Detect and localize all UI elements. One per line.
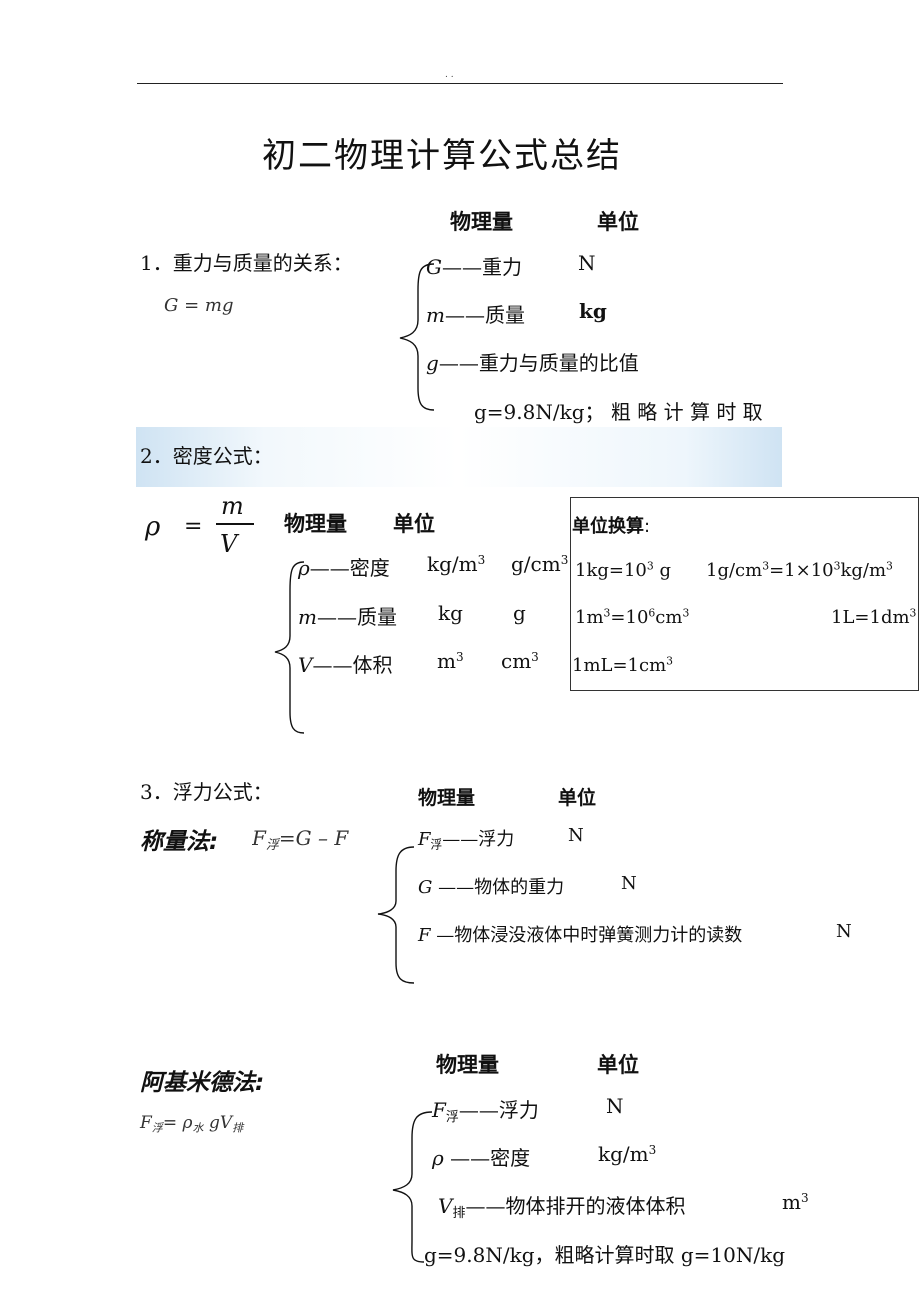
s1-row-mass: m——质量: [426, 303, 525, 327]
s2-heading-band: [136, 427, 782, 487]
conversion-title: 单位换算:: [572, 516, 651, 537]
conversion-mL-cm3: 1mL=1cm3: [572, 654, 674, 676]
s2-formula-eq: =: [184, 514, 203, 539]
s1-col-unit: 单位: [597, 210, 639, 234]
s4-row-density: ρ ——密度: [432, 1146, 531, 1170]
s4-col-quantity: 物理量: [436, 1053, 499, 1077]
conversion-m3-cm3: 1m3=106cm3: [575, 606, 690, 628]
s1-unit-kg: kg: [579, 299, 607, 323]
conversion-L-dm3: 1L=1dm3: [831, 606, 917, 628]
s2-row-density: ρ——密度: [298, 556, 390, 580]
s1-brace: [399, 263, 435, 411]
s1-note: g=9.8N/kg； 粗 略 计 算 时 取: [474, 400, 763, 424]
s2-unit-kgm3: kg/m3: [427, 552, 486, 576]
s1-name-ratio: 重力与质量的比值: [478, 351, 639, 375]
s1-row-gravity: G——重力: [426, 255, 522, 279]
s1-name-mass: 质量: [484, 303, 525, 327]
s2-name-mass: 质量: [356, 605, 397, 629]
s1-row-ratio: g——重力与质量的比值: [426, 351, 639, 375]
s4-brace: [392, 1111, 433, 1263]
s2-unit-m3: m3: [437, 649, 464, 673]
s1-unit-N: N: [578, 251, 596, 275]
s2-unit-gcm3: g/cm3: [511, 552, 569, 576]
s4-unit-N: N: [606, 1094, 624, 1118]
s1-heading: 1．重力与质量的关系：: [140, 251, 353, 275]
s1-sym-m: m: [426, 303, 445, 327]
s2-brace: [274, 561, 305, 734]
unit-conversion-box: [570, 497, 919, 691]
s2-sym-m: m: [298, 605, 317, 629]
s3-row-buoyancy: F浮——浮力: [418, 829, 515, 852]
page-title: 初二物理计算公式总结: [262, 136, 622, 176]
header-dots: . .: [445, 70, 454, 80]
s3-row-weight: G ——物体的重力: [418, 877, 565, 898]
s2-sym-rho: ρ: [298, 556, 310, 580]
s2-unit-g: g: [513, 601, 526, 625]
conversion-density: 1g/cm3=1×103kg/m3: [706, 559, 893, 581]
s2-name-density: 密度: [349, 556, 390, 580]
s2-name-volume: 体积: [352, 653, 393, 677]
s1-col-quantity: 物理量: [450, 210, 513, 234]
s3-unit-N-3: N: [836, 921, 852, 942]
s4-unit-kgm3: kg/m3: [598, 1142, 657, 1166]
s2-formula-rho: ρ: [145, 512, 161, 542]
s1-formula: G = mg: [164, 295, 234, 316]
s4-method-archimedes: 阿基米德法:: [140, 1070, 265, 1096]
s1-sym-g: g: [426, 351, 439, 375]
s4-note: g=9.8N/kg，粗略计算时取 g=10N/kg: [424, 1243, 786, 1267]
s1-sym-G: G: [426, 255, 442, 279]
s3-unit-N-1: N: [568, 825, 584, 846]
conversion-kg-g: 1kg=103 g: [575, 559, 671, 581]
s3-heading: 3．浮力公式：: [140, 780, 273, 804]
s2-col-quantity: 物理量: [284, 512, 347, 536]
s3-col-quantity: 物理量: [418, 787, 476, 809]
s2-sym-V: V: [298, 653, 313, 677]
s4-formula: F浮= ρ水 gV排: [140, 1113, 244, 1135]
s4-unit-m3: m3: [782, 1190, 809, 1214]
s2-col-unit: 单位: [393, 512, 435, 536]
s2-heading: 2．密度公式：: [140, 444, 273, 468]
s3-method-weighing: 称量法:: [140, 829, 219, 855]
s3-col-unit: 单位: [558, 787, 597, 809]
s2-row-mass: m——质量: [298, 605, 397, 629]
s2-unit-cm3: cm3: [501, 649, 539, 673]
s3-unit-N-2: N: [621, 873, 637, 894]
header-rule: [137, 83, 783, 84]
s2-unit-kg: kg: [438, 601, 463, 625]
s2-formula-den: V: [220, 530, 238, 558]
s4-row-volume: V排——物体排开的液体体积: [438, 1194, 686, 1221]
s4-row-buoyancy: F浮——浮力: [432, 1098, 539, 1125]
s2-formula-num: m: [221, 492, 244, 520]
s3-row-reading: F —物体浸没液体中时弹簧测力计的读数: [418, 925, 743, 946]
s3-formula-weighing: F浮=G – F: [252, 826, 349, 850]
s1-name-gravity: 重力: [481, 255, 522, 279]
s3-brace: [377, 846, 415, 984]
s2-row-volume: V——体积: [298, 653, 393, 677]
s4-col-unit: 单位: [597, 1053, 639, 1077]
s2-fraction-bar: [216, 523, 254, 525]
